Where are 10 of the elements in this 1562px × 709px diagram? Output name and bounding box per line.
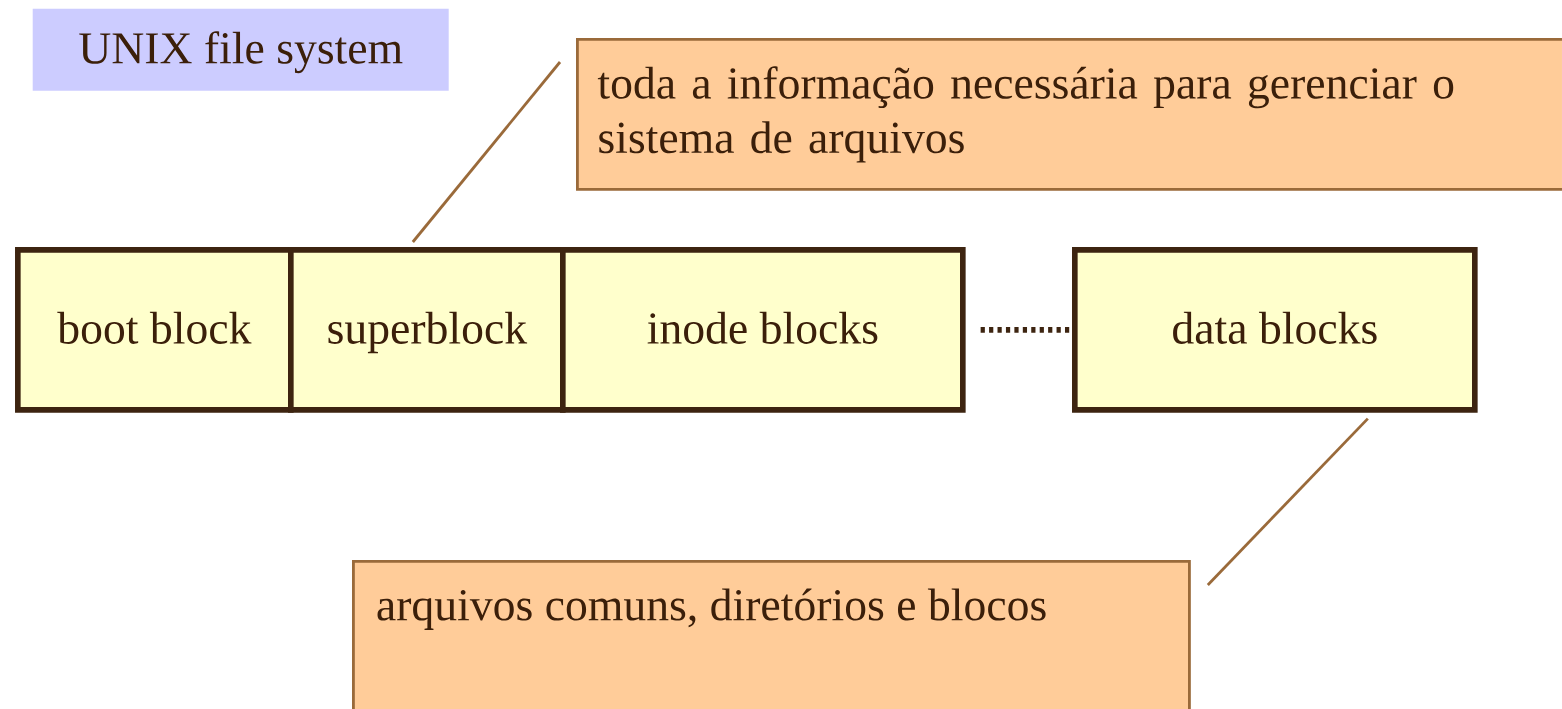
- block-cell: inode blocks: [560, 247, 966, 413]
- callout-box: toda a informação necessária para gerenciar o sistema de arquivos: [576, 38, 1562, 191]
- leader-line: [1206, 417, 1369, 586]
- block-cell: superblock: [288, 247, 566, 413]
- block-cell: boot block: [15, 247, 294, 413]
- callout-box: arquivos comuns, diretórios e blocos: [352, 560, 1191, 709]
- dotted-connector: [980, 327, 1072, 333]
- block-cell: data blocks: [1072, 247, 1478, 413]
- leader-line: [411, 61, 562, 243]
- title-box: UNIX file system: [32, 8, 449, 91]
